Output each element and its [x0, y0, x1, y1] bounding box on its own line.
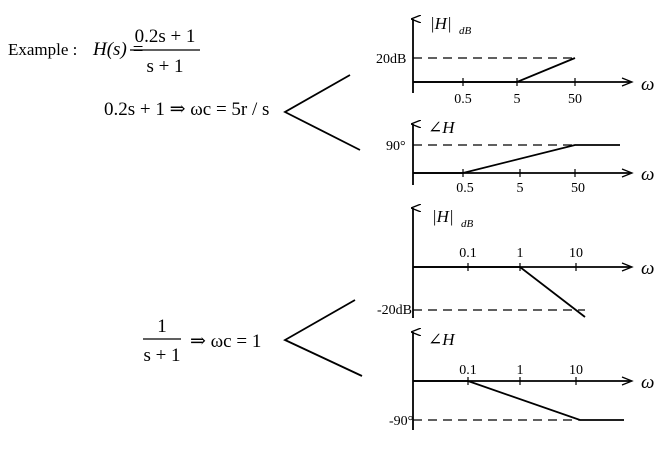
y-axis-label: |H|	[432, 207, 454, 226]
transfer-function-numerator: 0.2s + 1	[135, 26, 196, 47]
tick-label: 10	[569, 363, 583, 378]
omega-label: ω	[641, 74, 654, 95]
level-label: 90°	[386, 139, 406, 154]
zero-phase-plot: ω ∠H 90° 0.5 5 50	[386, 118, 654, 196]
pole-fraction-numerator: 1	[157, 316, 167, 337]
y-axis-label: ∠H	[428, 118, 456, 137]
asymptotic-phase-curve	[413, 144, 620, 174]
omega-label: ω	[641, 164, 654, 185]
tick-label: 0.5	[456, 181, 474, 196]
tick-label: 0.1	[459, 363, 477, 378]
transfer-function-denominator: s + 1	[146, 56, 183, 77]
transfer-function-lhs: H(s) =	[92, 39, 144, 60]
y-axis-label: |H|	[430, 14, 452, 33]
zero-magnitude-plot: ω |H| dB 20dB 0.5 5 50	[376, 14, 654, 107]
zero-corner-frequency-rule: 0.2s + 1 ⇒ ωc = 5r / s	[104, 99, 269, 120]
tick-label: 5	[517, 181, 524, 196]
example-equation: Example : H(s) = 0.2s + 1 s + 1	[8, 26, 200, 77]
omega-label: ω	[641, 258, 654, 279]
tick-label: 1	[517, 246, 524, 261]
lower-branch-wedge	[283, 299, 363, 377]
example-label: Example :	[8, 40, 77, 59]
level-label: -90°	[389, 414, 413, 429]
tick-label: 1	[517, 363, 524, 378]
tick-label: 50	[568, 92, 582, 107]
tick-label: 0.1	[459, 246, 477, 261]
level-label: 20dB	[376, 52, 406, 67]
x-axis-arrowhead	[621, 376, 634, 386]
omega-label: ω	[641, 372, 654, 393]
y-axis-label: ∠H	[428, 330, 456, 349]
tick-label: 50	[571, 181, 585, 196]
asymptotic-phase-curve	[413, 380, 624, 421]
x-axis-arrowhead	[621, 77, 634, 87]
asymptotic-magnitude-curve	[413, 57, 576, 83]
x-axis-arrowhead	[621, 168, 634, 178]
y-axis-label-subscript: dB	[459, 25, 472, 37]
y-axis-label-subscript: dB	[461, 218, 474, 230]
pole-corner-frequency-rule: 1 s + 1 ⇒ ωc = 1	[143, 316, 261, 366]
pole-phase-plot: ω ∠H -90° 0.1 1 10	[389, 330, 654, 430]
upper-branch-wedge	[283, 74, 361, 151]
tick-label: 10	[569, 246, 583, 261]
tick-label: 5	[514, 92, 521, 107]
tick-label: 0.5	[454, 92, 472, 107]
pole-magnitude-plot: ω |H| dB -20dB 0.1 1 10	[377, 207, 654, 318]
asymptotic-magnitude-curve	[413, 266, 586, 318]
level-label: -20dB	[377, 303, 412, 318]
pole-rule-result: ⇒ ωc = 1	[190, 331, 261, 352]
x-axis-arrowhead	[621, 262, 634, 272]
pole-fraction-denominator: s + 1	[143, 345, 180, 366]
